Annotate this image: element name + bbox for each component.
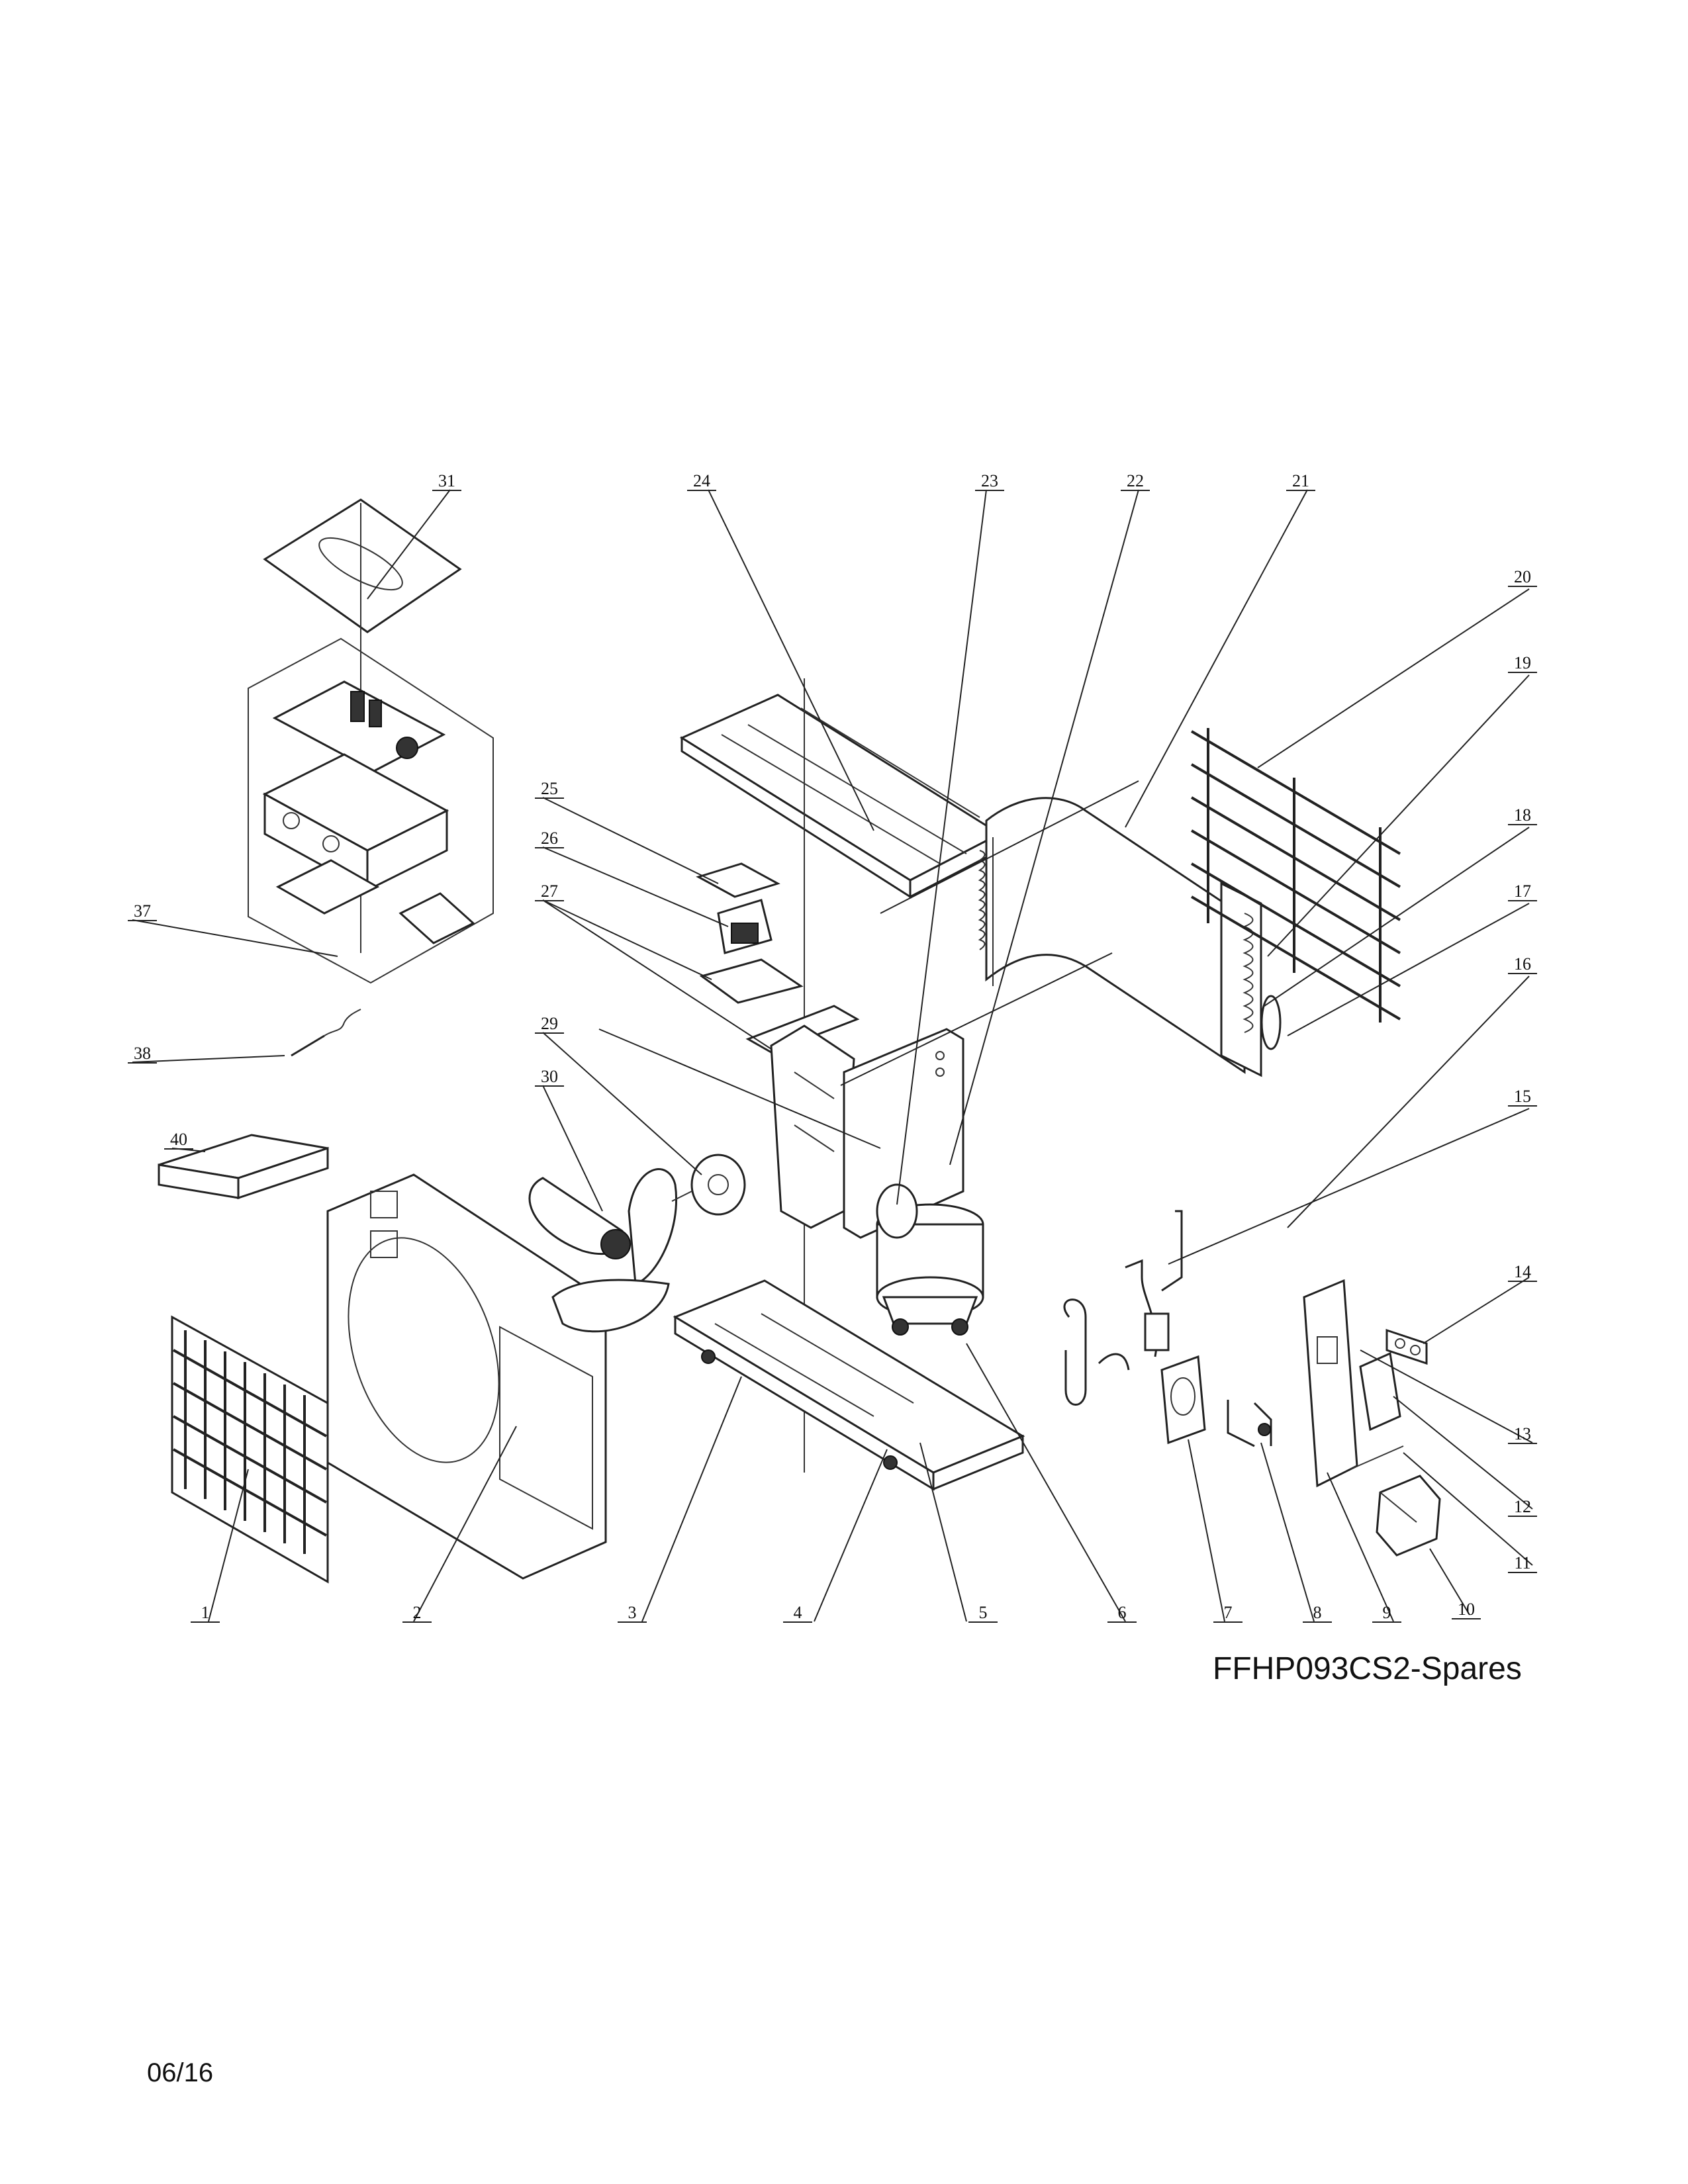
callout-8: 8	[1303, 1603, 1332, 1623]
callout-1: 1	[191, 1603, 220, 1623]
part-29-fan-motor	[671, 1154, 746, 1216]
callout-5: 5	[968, 1603, 998, 1623]
callout-40: 40	[164, 1130, 193, 1150]
part-2-front-panel	[326, 1173, 607, 1580]
part-26-reactor	[717, 899, 773, 954]
callout-3: 3	[618, 1603, 647, 1623]
part-8-service-valve	[1227, 1400, 1272, 1447]
callout-number: 1	[201, 1603, 210, 1622]
part-7-valve-coil	[1160, 1355, 1206, 1445]
callout-2: 2	[402, 1603, 432, 1623]
leader-lines	[132, 489, 1533, 1622]
part-25-cover-plate	[696, 862, 780, 898]
callout-18: 18	[1508, 805, 1537, 825]
callout-number: 37	[134, 901, 151, 921]
part-27-bracket	[699, 958, 860, 1054]
callout-number: 14	[1514, 1262, 1531, 1281]
callout-number: 3	[628, 1603, 637, 1622]
callout-11: 11	[1508, 1553, 1537, 1573]
callout-number: 12	[1514, 1497, 1531, 1516]
callout-19: 19	[1508, 653, 1537, 673]
callout-number: 21	[1292, 471, 1309, 490]
callout-number: 27	[541, 882, 558, 901]
callout-number: 24	[693, 471, 710, 490]
callout-24: 24	[687, 471, 716, 491]
callout-21: 21	[1286, 471, 1315, 491]
callout-16: 16	[1508, 954, 1537, 974]
part-30-fan-blade	[528, 1168, 677, 1333]
callout-number: 29	[541, 1014, 558, 1033]
callout-number: 30	[541, 1067, 558, 1086]
callout-14: 14	[1508, 1262, 1537, 1282]
part-1-front-grille	[171, 1315, 329, 1584]
callout-38: 38	[128, 1044, 157, 1064]
part-22-side-plate	[843, 1028, 964, 1239]
callout-26: 26	[535, 829, 564, 848]
callout-23: 23	[975, 471, 1004, 491]
callout-number: 20	[1514, 567, 1531, 586]
callout-number: 25	[541, 779, 558, 798]
callout-17: 17	[1508, 882, 1537, 901]
callout-12: 12	[1508, 1497, 1537, 1517]
callout-number: 4	[794, 1603, 802, 1622]
callout-number: 22	[1127, 471, 1144, 490]
callout-27: 27	[535, 882, 564, 901]
callout-number: 40	[170, 1130, 187, 1149]
callout-number: 9	[1383, 1603, 1391, 1622]
callout-37: 37	[128, 901, 157, 921]
callout-number: 26	[541, 829, 558, 848]
callout-number: 10	[1458, 1600, 1475, 1619]
part-4-base-pan	[673, 1279, 1025, 1491]
callout-25: 25	[535, 779, 564, 799]
callout-number: 31	[438, 471, 455, 490]
callout-number: 8	[1313, 1603, 1322, 1622]
callout-number: 6	[1118, 1603, 1127, 1622]
part-23-partition	[770, 1024, 855, 1229]
callout-4: 4	[783, 1603, 812, 1623]
callout-number: 5	[979, 1603, 988, 1622]
part-24-top-cover	[679, 694, 1002, 899]
condenser-right-header	[1220, 882, 1282, 1077]
part-9-valve-panel	[1303, 1279, 1358, 1488]
model-title: FFHP093CS2-Spares	[1213, 1651, 1522, 1686]
part-21-condenser	[978, 797, 1246, 1074]
callout-number: 13	[1514, 1424, 1531, 1443]
callout-number: 16	[1514, 954, 1531, 974]
callout-6: 6	[1107, 1603, 1137, 1623]
part-14-plate	[1385, 1328, 1428, 1365]
part-15-16-tubing	[1063, 1210, 1183, 1406]
electrical-box-assembly	[248, 637, 494, 984]
callout-20: 20	[1508, 567, 1537, 587]
callout-29: 29	[535, 1014, 564, 1034]
callout-number: 18	[1514, 805, 1531, 825]
callout-9: 9	[1372, 1603, 1401, 1623]
callout-number: 2	[413, 1603, 422, 1622]
date-code: 06/16	[147, 2058, 214, 2087]
part-40-pad	[158, 1134, 329, 1200]
callout-number: 23	[981, 471, 998, 490]
part-20-rear-guard	[1190, 728, 1401, 1023]
part-12-bracket	[1359, 1351, 1401, 1432]
callout-number: 17	[1514, 882, 1531, 901]
part-10-valve-cover	[1376, 1475, 1441, 1557]
callout-10: 10	[1452, 1600, 1481, 1619]
callout-7: 7	[1213, 1603, 1243, 1623]
part-38-sensor	[291, 1009, 361, 1057]
callout-number: 38	[134, 1044, 151, 1063]
part-6-compressor	[876, 1183, 984, 1336]
callout-number: 7	[1224, 1603, 1233, 1622]
part-11-clip	[1350, 1445, 1404, 1470]
callout-number: 19	[1514, 653, 1531, 672]
callout-15: 15	[1508, 1087, 1537, 1107]
callout-22: 22	[1121, 471, 1150, 491]
callout-31: 31	[432, 471, 461, 491]
callout-number: 15	[1514, 1087, 1531, 1106]
callout-13: 13	[1508, 1424, 1537, 1444]
callout-number: 11	[1514, 1553, 1530, 1572]
callout-30: 30	[535, 1067, 564, 1087]
